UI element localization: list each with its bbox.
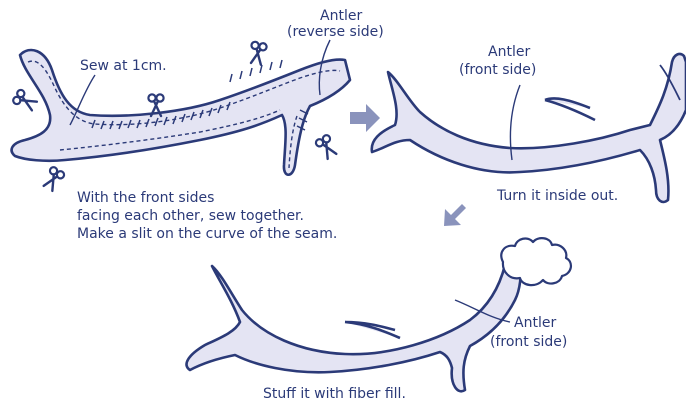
stuffed-antler-label-line2: (front side): [490, 334, 567, 351]
scissors-icon: [41, 166, 65, 192]
instruction-line-3: Make a slit on the curve of the seam.: [77, 226, 337, 243]
scissors-icon: [315, 134, 339, 160]
instruction-line-2: facing each other, sew together.: [77, 208, 304, 225]
scissors-icon: [12, 89, 38, 113]
antler-reverse-label-line2: (reverse side): [287, 24, 384, 41]
turn-inside-out-caption: Turn it inside out.: [497, 188, 618, 205]
stuff-fiber-fill-caption: Stuff it with fiber fill.: [263, 386, 406, 403]
scissors-icon: [248, 41, 267, 65]
antler-front-label-line2: (front side): [459, 62, 536, 79]
antler-reverse-side-shape: [12, 50, 350, 175]
antler-front-label-line1: Antler: [488, 44, 530, 61]
antler-reverse-label-line1: Antler: [320, 8, 362, 25]
sew-label: Sew at 1cm.: [80, 58, 167, 75]
arrow-right-icon: [350, 104, 380, 132]
instruction-line-1: With the front sides: [77, 190, 214, 207]
stuffed-antler-label-line1: Antler: [514, 315, 556, 332]
arrow-down-left-icon: [444, 204, 466, 226]
